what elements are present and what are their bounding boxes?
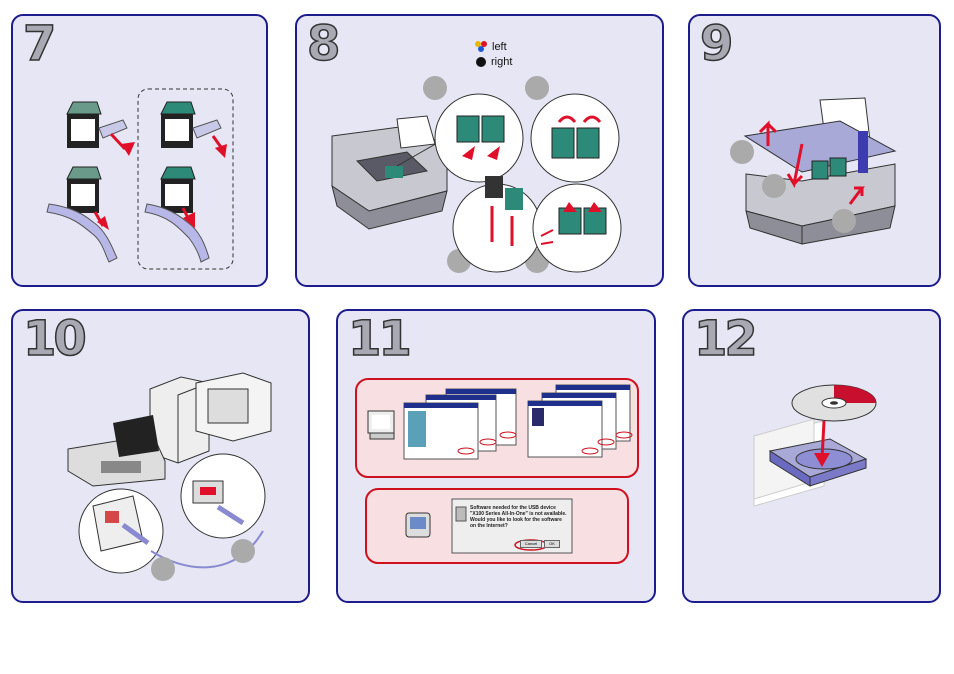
color-cartridge-icon xyxy=(47,167,117,262)
step-9-panel: 9 xyxy=(688,14,941,287)
close-printer-illustration xyxy=(690,16,941,287)
black-cartridge-icon xyxy=(161,102,227,158)
step-10-panel: 10 xyxy=(11,309,310,603)
ok-button[interactable]: OK xyxy=(544,540,560,548)
step-8-panel: 8 left right xyxy=(295,14,664,287)
insert-cd-illustration xyxy=(684,311,941,603)
cancel-button[interactable]: Cancel xyxy=(520,540,542,548)
install-screens-illustration xyxy=(338,311,656,603)
color-cartridge-icon xyxy=(67,102,135,156)
usb-connection-illustration xyxy=(13,311,310,603)
step-7-panel: 7 xyxy=(11,14,268,287)
step-12-panel: 12 xyxy=(682,309,941,603)
dialog-message: Software needed for the USB device "X100… xyxy=(470,505,568,529)
printer-install-illustration xyxy=(297,16,664,287)
black-cartridge-icon xyxy=(145,167,209,262)
step-11-panel: 11 Soft xyxy=(336,309,656,603)
cd-disc-icon xyxy=(792,385,876,421)
cartridge-illustration xyxy=(13,16,268,287)
